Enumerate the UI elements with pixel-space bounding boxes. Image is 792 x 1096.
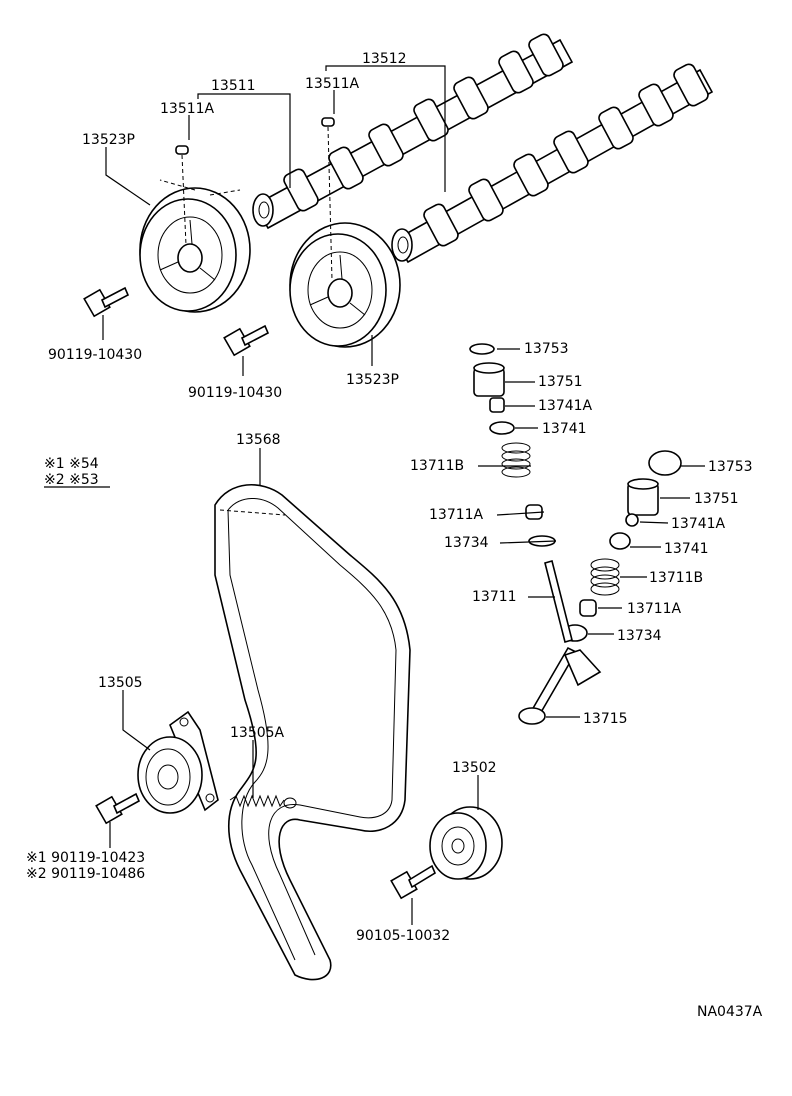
bolt-idler bbox=[390, 864, 437, 900]
label-13711B-b: 13711B bbox=[649, 570, 703, 586]
valve-stack-b bbox=[562, 450, 682, 642]
cam-pulley-left bbox=[139, 179, 251, 313]
label-13741-b: 13741 bbox=[664, 541, 709, 557]
idler-pulley-13502 bbox=[429, 806, 503, 880]
label-13715: 13715 bbox=[583, 711, 628, 727]
label-bolt-tensioner-2: ※2 90119-10486 bbox=[26, 866, 145, 882]
camshaft-left bbox=[252, 33, 574, 230]
label-13502: 13502 bbox=[452, 760, 497, 776]
label-13753-a: 13753 bbox=[524, 341, 569, 357]
key-13511A-left bbox=[175, 145, 189, 155]
label-13511A-left: 13511A bbox=[160, 101, 215, 117]
label-bolt-idler: 90105-10032 bbox=[356, 928, 450, 944]
label-bolt-tensioner-1: ※1 90119-10423 bbox=[26, 850, 145, 866]
valve-stack-a bbox=[469, 343, 556, 547]
label-bolt-right: 90119-10430 bbox=[188, 385, 282, 401]
valve-13711 bbox=[544, 560, 573, 643]
label-13734-a: 13734 bbox=[444, 535, 489, 551]
camshaft-right bbox=[391, 63, 714, 264]
tension-spring-13505A bbox=[229, 794, 297, 809]
valve-13715 bbox=[518, 646, 602, 725]
bolt-upper-left bbox=[83, 286, 130, 318]
label-13711A-b: 13711A bbox=[627, 601, 682, 617]
leader-lines bbox=[44, 65, 705, 925]
label-13523P-right: 13523P bbox=[346, 372, 399, 388]
bolt-tensioner bbox=[95, 792, 141, 825]
label-13753-b: 13753 bbox=[708, 459, 753, 475]
label-13505A: 13505A bbox=[230, 725, 285, 741]
label-13741A-b: 13741A bbox=[671, 516, 726, 532]
note-1: ※1 ※54 bbox=[44, 456, 99, 472]
diagram-code: NA0437A bbox=[697, 1004, 763, 1020]
label-13568: 13568 bbox=[236, 432, 281, 448]
label-13751-a: 13751 bbox=[538, 374, 583, 390]
label-bolt-left: 90119-10430 bbox=[48, 347, 142, 363]
label-13751-b: 13751 bbox=[694, 491, 739, 507]
bolt-upper-right bbox=[223, 324, 270, 357]
cam-pulley-right bbox=[289, 222, 401, 348]
note-2: ※2 ※53 bbox=[44, 472, 99, 488]
label-13734-b: 13734 bbox=[617, 628, 662, 644]
label-13711B-a: 13711B bbox=[410, 458, 464, 474]
timing-belt bbox=[214, 484, 411, 981]
label-13505: 13505 bbox=[98, 675, 143, 691]
label-13711A-a: 13711A bbox=[429, 507, 484, 523]
key-13511A-right bbox=[321, 117, 335, 127]
label-13511: 13511 bbox=[211, 78, 256, 94]
label-13741-a: 13741 bbox=[542, 421, 587, 437]
label-13512: 13512 bbox=[362, 51, 407, 67]
label-13711: 13711 bbox=[472, 589, 517, 605]
label-13523P-left: 13523P bbox=[82, 132, 135, 148]
tensioner-13505 bbox=[137, 710, 219, 814]
label-13511A-right: 13511A bbox=[305, 76, 360, 92]
label-13741A-a: 13741A bbox=[538, 398, 593, 414]
